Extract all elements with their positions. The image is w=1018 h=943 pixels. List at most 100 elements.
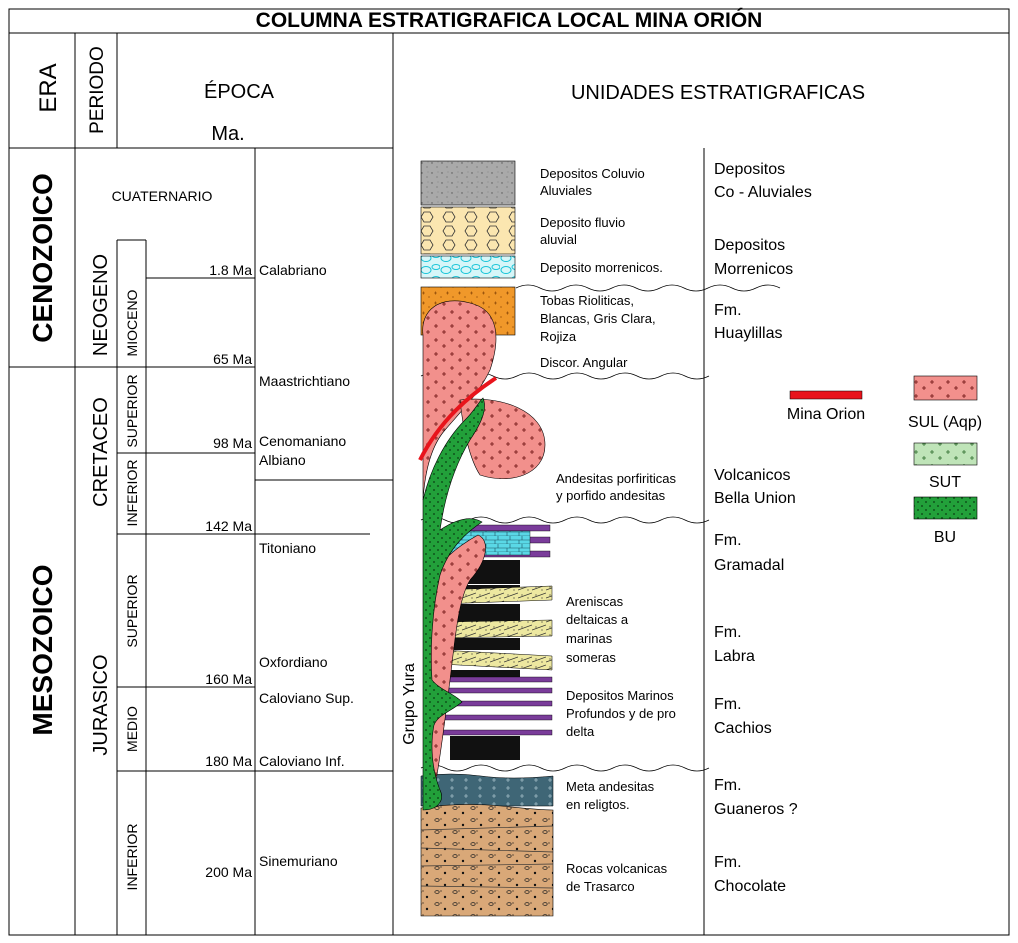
age-label: 65 Ma bbox=[213, 351, 252, 367]
desc-areniscas: deltaicas a bbox=[566, 612, 629, 627]
formation-label: Huaylillas bbox=[714, 325, 782, 342]
figure-title: COLUMNA ESTRATIGRAFICA LOCAL MINA ORIÓN bbox=[256, 8, 763, 32]
legend-mina-swatch bbox=[789, 390, 863, 400]
desc-marinos: Depositos Marinos bbox=[566, 688, 674, 703]
desc-tobas: Blancas, Gris Clara, bbox=[540, 311, 656, 326]
legend-sul-label: SUL (Aqp) bbox=[908, 414, 982, 431]
stage-label: Oxfordiano bbox=[259, 654, 328, 670]
age-label: 180 Ma bbox=[205, 753, 252, 769]
desc-rocas: de Trasarco bbox=[566, 879, 635, 894]
legend-bu-label: BU bbox=[934, 529, 956, 546]
formation-label: Depositos bbox=[714, 237, 785, 254]
desc-tobas: Rojiza bbox=[540, 329, 577, 344]
desc-areniscas: someras bbox=[566, 650, 616, 665]
epoch-jur-inferior: INFERIOR bbox=[124, 824, 140, 891]
periodo-header: PERIODO bbox=[87, 46, 108, 134]
age-label: 98 Ma bbox=[213, 435, 252, 451]
layer-morrenicos bbox=[420, 255, 516, 279]
formation-label: Bella Union bbox=[714, 490, 796, 507]
formation-label: Depositos bbox=[714, 161, 785, 178]
formation-label: Morrenicos bbox=[714, 261, 793, 278]
formation-label: Fm. bbox=[714, 854, 742, 871]
outer-border bbox=[8, 8, 1010, 936]
stage-label: Caloviano Inf. bbox=[259, 753, 345, 769]
legend: Mina Orion SUL (Aqp) SUT BU bbox=[787, 375, 982, 546]
period-jurasico: JURASICO bbox=[90, 654, 112, 755]
desc-meta: en religtos. bbox=[566, 797, 630, 812]
formation-label: Fm. bbox=[714, 302, 742, 319]
formation-label: Co - Aluviales bbox=[714, 184, 812, 201]
period-neogeno: NEOGENO bbox=[90, 254, 112, 356]
intrusion-sul-upper bbox=[422, 300, 497, 501]
epoch-mioceno: MIOCENO bbox=[124, 289, 140, 356]
epoch-jur-superior: SUPERIOR bbox=[124, 574, 140, 647]
desc-andesitas: y porfido andesitas bbox=[556, 488, 666, 503]
stage-label: Albiano bbox=[259, 452, 306, 468]
desc-tobas: Tobas Rioliticas, bbox=[540, 293, 634, 308]
layer-chocolate bbox=[420, 804, 554, 917]
formation-label: Fm. bbox=[714, 777, 742, 794]
formation-label: Cachios bbox=[714, 720, 772, 737]
layer-labra bbox=[439, 585, 553, 678]
desc-meta: Meta andesitas bbox=[566, 779, 655, 794]
intrusion-bu-dike bbox=[422, 397, 485, 811]
layer-guaneros bbox=[420, 773, 554, 807]
layer-cachios bbox=[439, 676, 553, 760]
layer-coluvio bbox=[420, 160, 516, 206]
unconformity-line bbox=[420, 764, 710, 772]
stage-label: Titoniano bbox=[259, 540, 316, 556]
unidades-header: UNIDADES ESTRATIGRAFICAS bbox=[571, 82, 865, 104]
epoch-jur-medio: MEDIO bbox=[124, 706, 140, 752]
formation-label: Guaneros ? bbox=[714, 801, 798, 818]
mina-orion-vein bbox=[418, 376, 498, 461]
unconformity-line bbox=[515, 284, 781, 292]
desc-fluvio: Deposito fluvio bbox=[540, 215, 625, 230]
desc-andesitas: Andesitas porfiriticas bbox=[556, 471, 676, 486]
formations: Depositos Co - Aluviales Depositos Morre… bbox=[714, 161, 812, 895]
stage-label: Caloviano Sup. bbox=[259, 690, 354, 706]
desc-coluvio: Depositos Coluvio bbox=[540, 166, 645, 181]
epoch-cret-inferior: INFERIOR bbox=[124, 460, 140, 527]
grupo-yura-label: Grupo Yura bbox=[401, 663, 418, 745]
formation-label: Fm. bbox=[714, 696, 742, 713]
desc-fluvio: aluvial bbox=[540, 232, 577, 247]
era-header: ERA bbox=[35, 63, 62, 112]
age-label: 142 Ma bbox=[205, 518, 252, 534]
desc-coluvio: Aluviales bbox=[540, 183, 593, 198]
age-label: 1.8 Ma bbox=[209, 262, 252, 278]
epoch-cret-superior: SUPERIOR bbox=[124, 374, 140, 447]
stage-label: Sinemuriano bbox=[259, 853, 338, 869]
formation-label: Volcanicos bbox=[714, 467, 791, 484]
lithologic-column bbox=[418, 160, 781, 917]
period-cretaceo: CRETACEO bbox=[90, 397, 112, 507]
table-frame bbox=[8, 8, 1010, 936]
legend-mina-label: Mina Orion bbox=[787, 406, 865, 423]
layer-fluvio bbox=[420, 206, 516, 255]
period-cuaternario: CUATERNARIO bbox=[112, 188, 213, 204]
epoca-header: ÉPOCA bbox=[204, 80, 275, 103]
legend-sul-swatch bbox=[913, 375, 978, 401]
desc-rocas: Rocas volcanicas bbox=[566, 861, 668, 876]
stage-label: Cenomaniano bbox=[259, 433, 346, 449]
legend-sut-label: SUT bbox=[929, 474, 961, 491]
formation-label: Labra bbox=[714, 648, 755, 665]
formation-label: Fm. bbox=[714, 532, 742, 549]
stage-label: Calabriano bbox=[259, 262, 327, 278]
legend-bu-swatch bbox=[913, 496, 978, 520]
ma-header: Ma. bbox=[211, 123, 244, 145]
stage-label: Maastrichtiano bbox=[259, 373, 350, 389]
era-mesozoico: MESOZOICO bbox=[27, 564, 58, 735]
desc-areniscas: marinas bbox=[566, 631, 613, 646]
desc-discor: Discor. Angular bbox=[540, 355, 628, 370]
age-label: 200 Ma bbox=[205, 864, 252, 880]
formation-label: Gramadal bbox=[714, 557, 784, 574]
era-cenozoico: CENOZOICO bbox=[27, 173, 58, 343]
formation-label: Fm. bbox=[714, 624, 742, 641]
desc-marinos: delta bbox=[566, 724, 595, 739]
age-label: 160 Ma bbox=[205, 671, 252, 687]
desc-areniscas: Areniscas bbox=[566, 594, 624, 609]
desc-morrenicos: Deposito morrenicos. bbox=[540, 260, 663, 275]
lithology-descriptions: Depositos Coluvio Aluviales Deposito flu… bbox=[540, 166, 676, 894]
